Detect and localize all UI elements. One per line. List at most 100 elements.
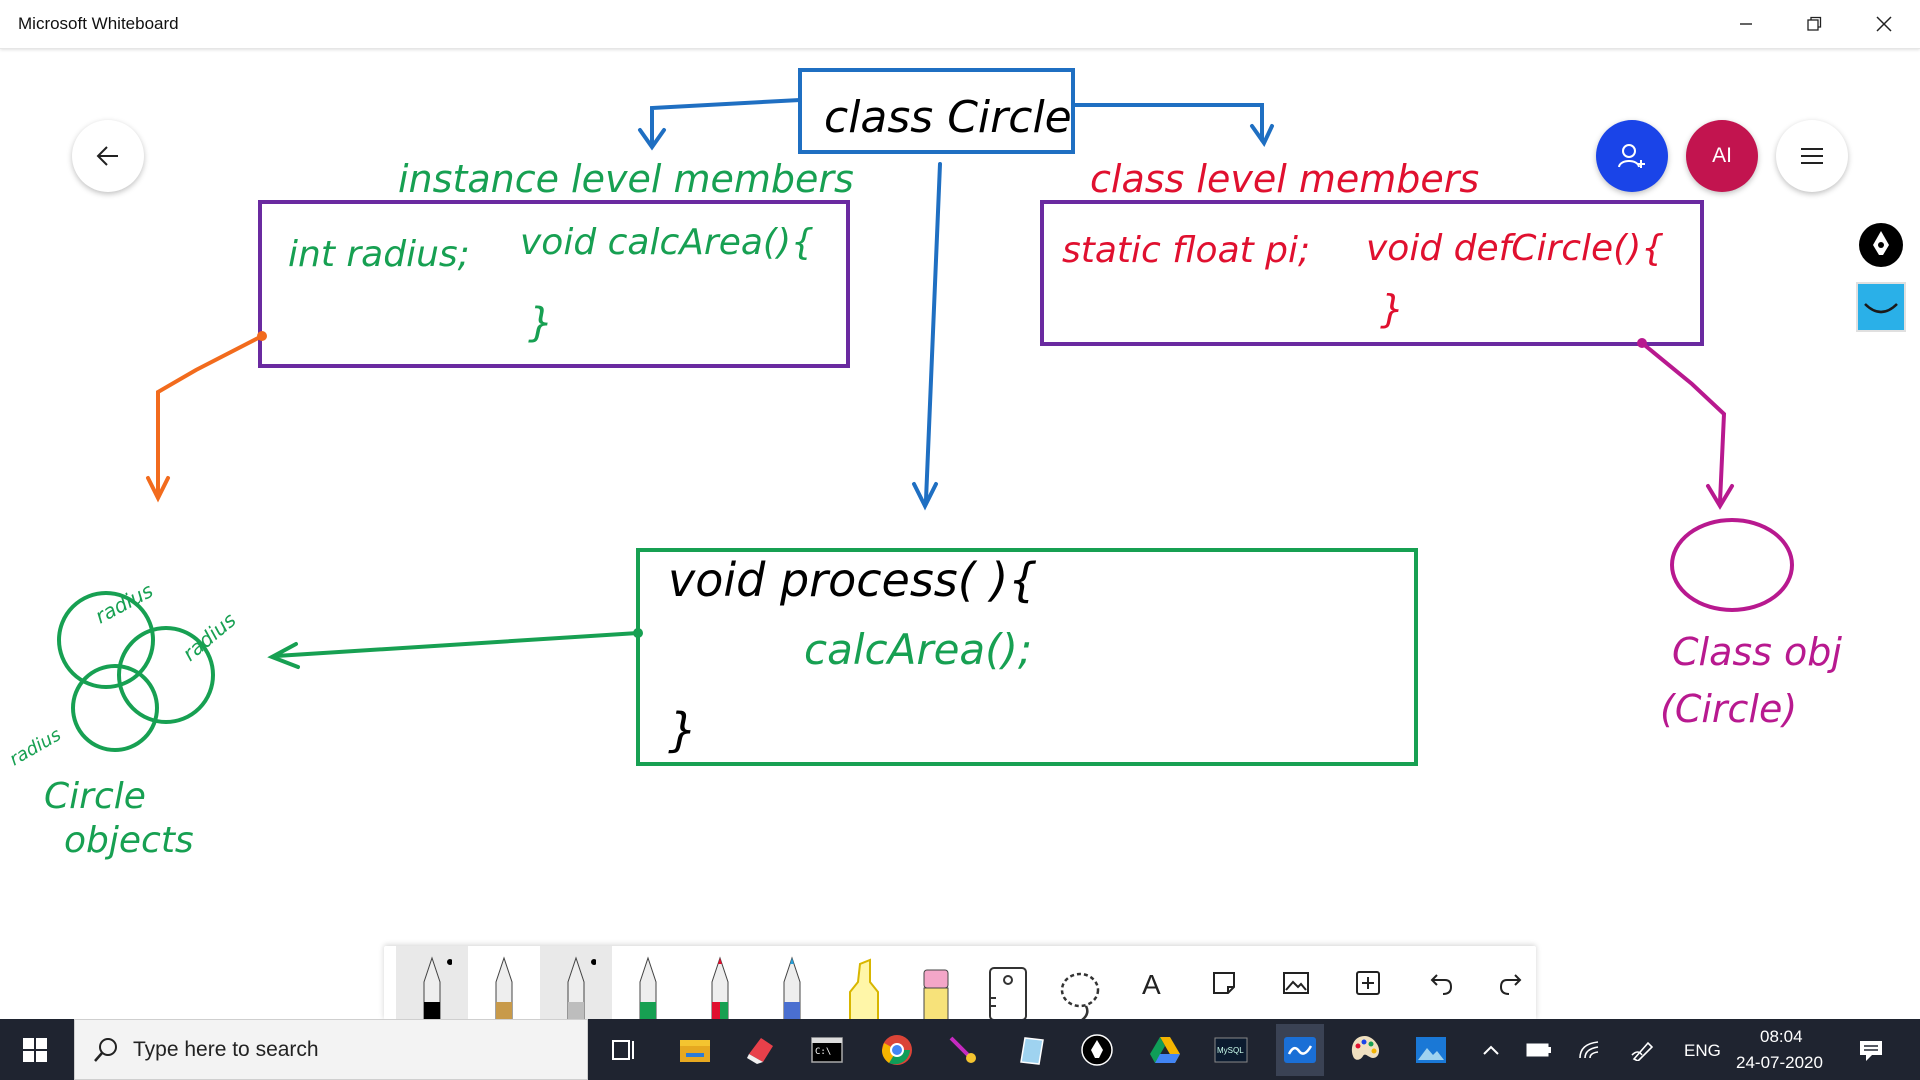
ruler-tool[interactable] (972, 946, 1044, 1020)
class-obj-label-line1: Class obj (1672, 630, 1842, 674)
taskbar-app-notes[interactable] (1010, 1029, 1052, 1071)
app-pen-nib-icon (1081, 1034, 1113, 1066)
class-object-ellipse (1670, 518, 1794, 612)
class-heading: class level members (1090, 157, 1479, 201)
user-avatar[interactable]: AI (1686, 120, 1758, 192)
taskbar-app-google-drive[interactable] (1144, 1029, 1186, 1071)
language-indicator[interactable]: ENG (1684, 1041, 1721, 1060)
class-title-text: class Circle (824, 92, 1072, 143)
start-button[interactable] (14, 1029, 56, 1071)
galaxy-pen-tool[interactable] (756, 946, 828, 1020)
process-method-box (636, 548, 1418, 766)
insert-tool[interactable] (1332, 946, 1404, 1020)
notification-icon[interactable] (1858, 1039, 1884, 1063)
galaxy-pen-icon (783, 956, 801, 1020)
windows-logo-icon (23, 1038, 47, 1062)
blue-connector-arrows (638, 98, 1274, 511)
pen-tool-side-button[interactable] (1856, 220, 1906, 270)
instance-method-text: void calcArea(){ (520, 222, 814, 263)
svg-text:C:\: C:\ (815, 1047, 831, 1057)
class-obj-label-line2: (Circle) (1660, 687, 1797, 731)
taskbar-app-command-prompt[interactable]: C:\ (806, 1029, 848, 1071)
green-pen-icon (639, 956, 657, 1020)
orange-connector-arrow (146, 331, 267, 503)
wifi-icon[interactable] (1578, 1040, 1602, 1060)
clock-time[interactable]: 08:04 (1760, 1027, 1803, 1046)
taskbar-app-snip[interactable] (942, 1029, 984, 1071)
static-field-text: static float pi; (1062, 230, 1310, 271)
circle-objects-label-line2: objects (64, 820, 194, 861)
taskbar-app-whiteboard-active[interactable] (1276, 1024, 1324, 1076)
image-icon (1283, 972, 1309, 994)
undo-button[interactable] (1404, 946, 1476, 1020)
restore-icon (1807, 16, 1822, 31)
snip-pen-icon (949, 1036, 976, 1063)
add-box-icon (1356, 971, 1380, 995)
whiteboard-canvas[interactable]: class Circle instance level members int … (0, 49, 1920, 1019)
invite-button[interactable] (1596, 120, 1668, 192)
highlighter-side-button[interactable] (1856, 282, 1906, 332)
search-icon (94, 1038, 117, 1062)
image-tool[interactable] (1260, 946, 1332, 1020)
hamburger-icon (1801, 148, 1823, 164)
text-tool[interactable]: A (1116, 946, 1188, 1020)
black-pen-tool[interactable] (396, 946, 468, 1020)
folder-icon (680, 1040, 710, 1062)
pen-workspace-icon[interactable] (1630, 1039, 1654, 1061)
undo-icon (1430, 974, 1453, 995)
restore-button[interactable] (1780, 0, 1848, 48)
taskbar-app-eraser[interactable] (740, 1029, 782, 1071)
close-icon (1876, 16, 1892, 32)
battery-icon[interactable] (1526, 1043, 1552, 1057)
silver-pen-tool[interactable] (540, 946, 612, 1020)
sticky-note-tool[interactable] (1188, 946, 1260, 1020)
instance-members-box (258, 200, 850, 368)
close-button[interactable] (1850, 0, 1918, 48)
google-drive-icon (1150, 1037, 1180, 1063)
taskbar-app-photos[interactable] (1410, 1029, 1452, 1071)
back-button[interactable] (72, 120, 144, 192)
taskbar-app-mysql[interactable]: MySQL (1210, 1029, 1252, 1071)
lasso-select-tool[interactable] (1044, 946, 1116, 1020)
photos-icon (1416, 1037, 1446, 1063)
whiteboard-app-icon (1284, 1037, 1316, 1063)
taskbar-app-paint[interactable] (1344, 1029, 1386, 1071)
taskbar-app-file-explorer[interactable] (674, 1029, 716, 1071)
process-signature-text: void process( ){ (668, 553, 1038, 607)
minimize-icon (1740, 23, 1752, 25)
static-method-text: void defCircle(){ (1366, 228, 1664, 269)
taskbar-search-box[interactable]: Type here to search (74, 1019, 588, 1080)
redo-button[interactable] (1476, 946, 1548, 1020)
task-view-button[interactable] (602, 1029, 644, 1071)
mysql-icon: MySQL (1214, 1037, 1248, 1063)
circle-radius-label-3: radius (6, 724, 65, 770)
chevron-up-icon[interactable] (1482, 1044, 1500, 1056)
gold-pen-tool[interactable] (468, 946, 540, 1020)
highlighter-tool[interactable] (828, 946, 900, 1020)
green-pen-tool[interactable] (612, 946, 684, 1020)
highlighter-icon (849, 958, 879, 1020)
svg-text:MySQL: MySQL (1217, 1046, 1244, 1055)
rainbow-pen-tool[interactable] (684, 946, 756, 1020)
eraser-icon (923, 969, 949, 1020)
taskbar-app-chrome[interactable] (876, 1029, 918, 1071)
ruler-icon (989, 967, 1027, 1020)
arrow-left-icon (96, 146, 118, 166)
circle-objects-label-line1: Circle (44, 776, 146, 817)
circle-objects-drawing (57, 591, 215, 752)
process-close-brace: } (668, 703, 697, 757)
paint-palette-icon (1351, 1036, 1380, 1060)
green-connector-arrow (267, 628, 643, 669)
eraser-tool[interactable] (900, 946, 972, 1020)
task-view-icon (612, 1040, 634, 1060)
taskbar-app-whiteboard-pen[interactable] (1076, 1029, 1118, 1071)
svg-text:A: A (1142, 969, 1161, 998)
menu-button[interactable] (1776, 120, 1848, 192)
clock-date[interactable]: 24-07-2020 (1736, 1053, 1823, 1072)
silver-pen-icon (567, 956, 596, 1020)
windows-taskbar: Type here to search C:\ MySQL ENG 08 (0, 1019, 1920, 1080)
minimize-button[interactable] (1712, 0, 1780, 48)
title-bar: Microsoft Whiteboard (0, 0, 1920, 49)
instance-heading: instance level members (398, 157, 854, 201)
chrome-icon (881, 1035, 912, 1065)
